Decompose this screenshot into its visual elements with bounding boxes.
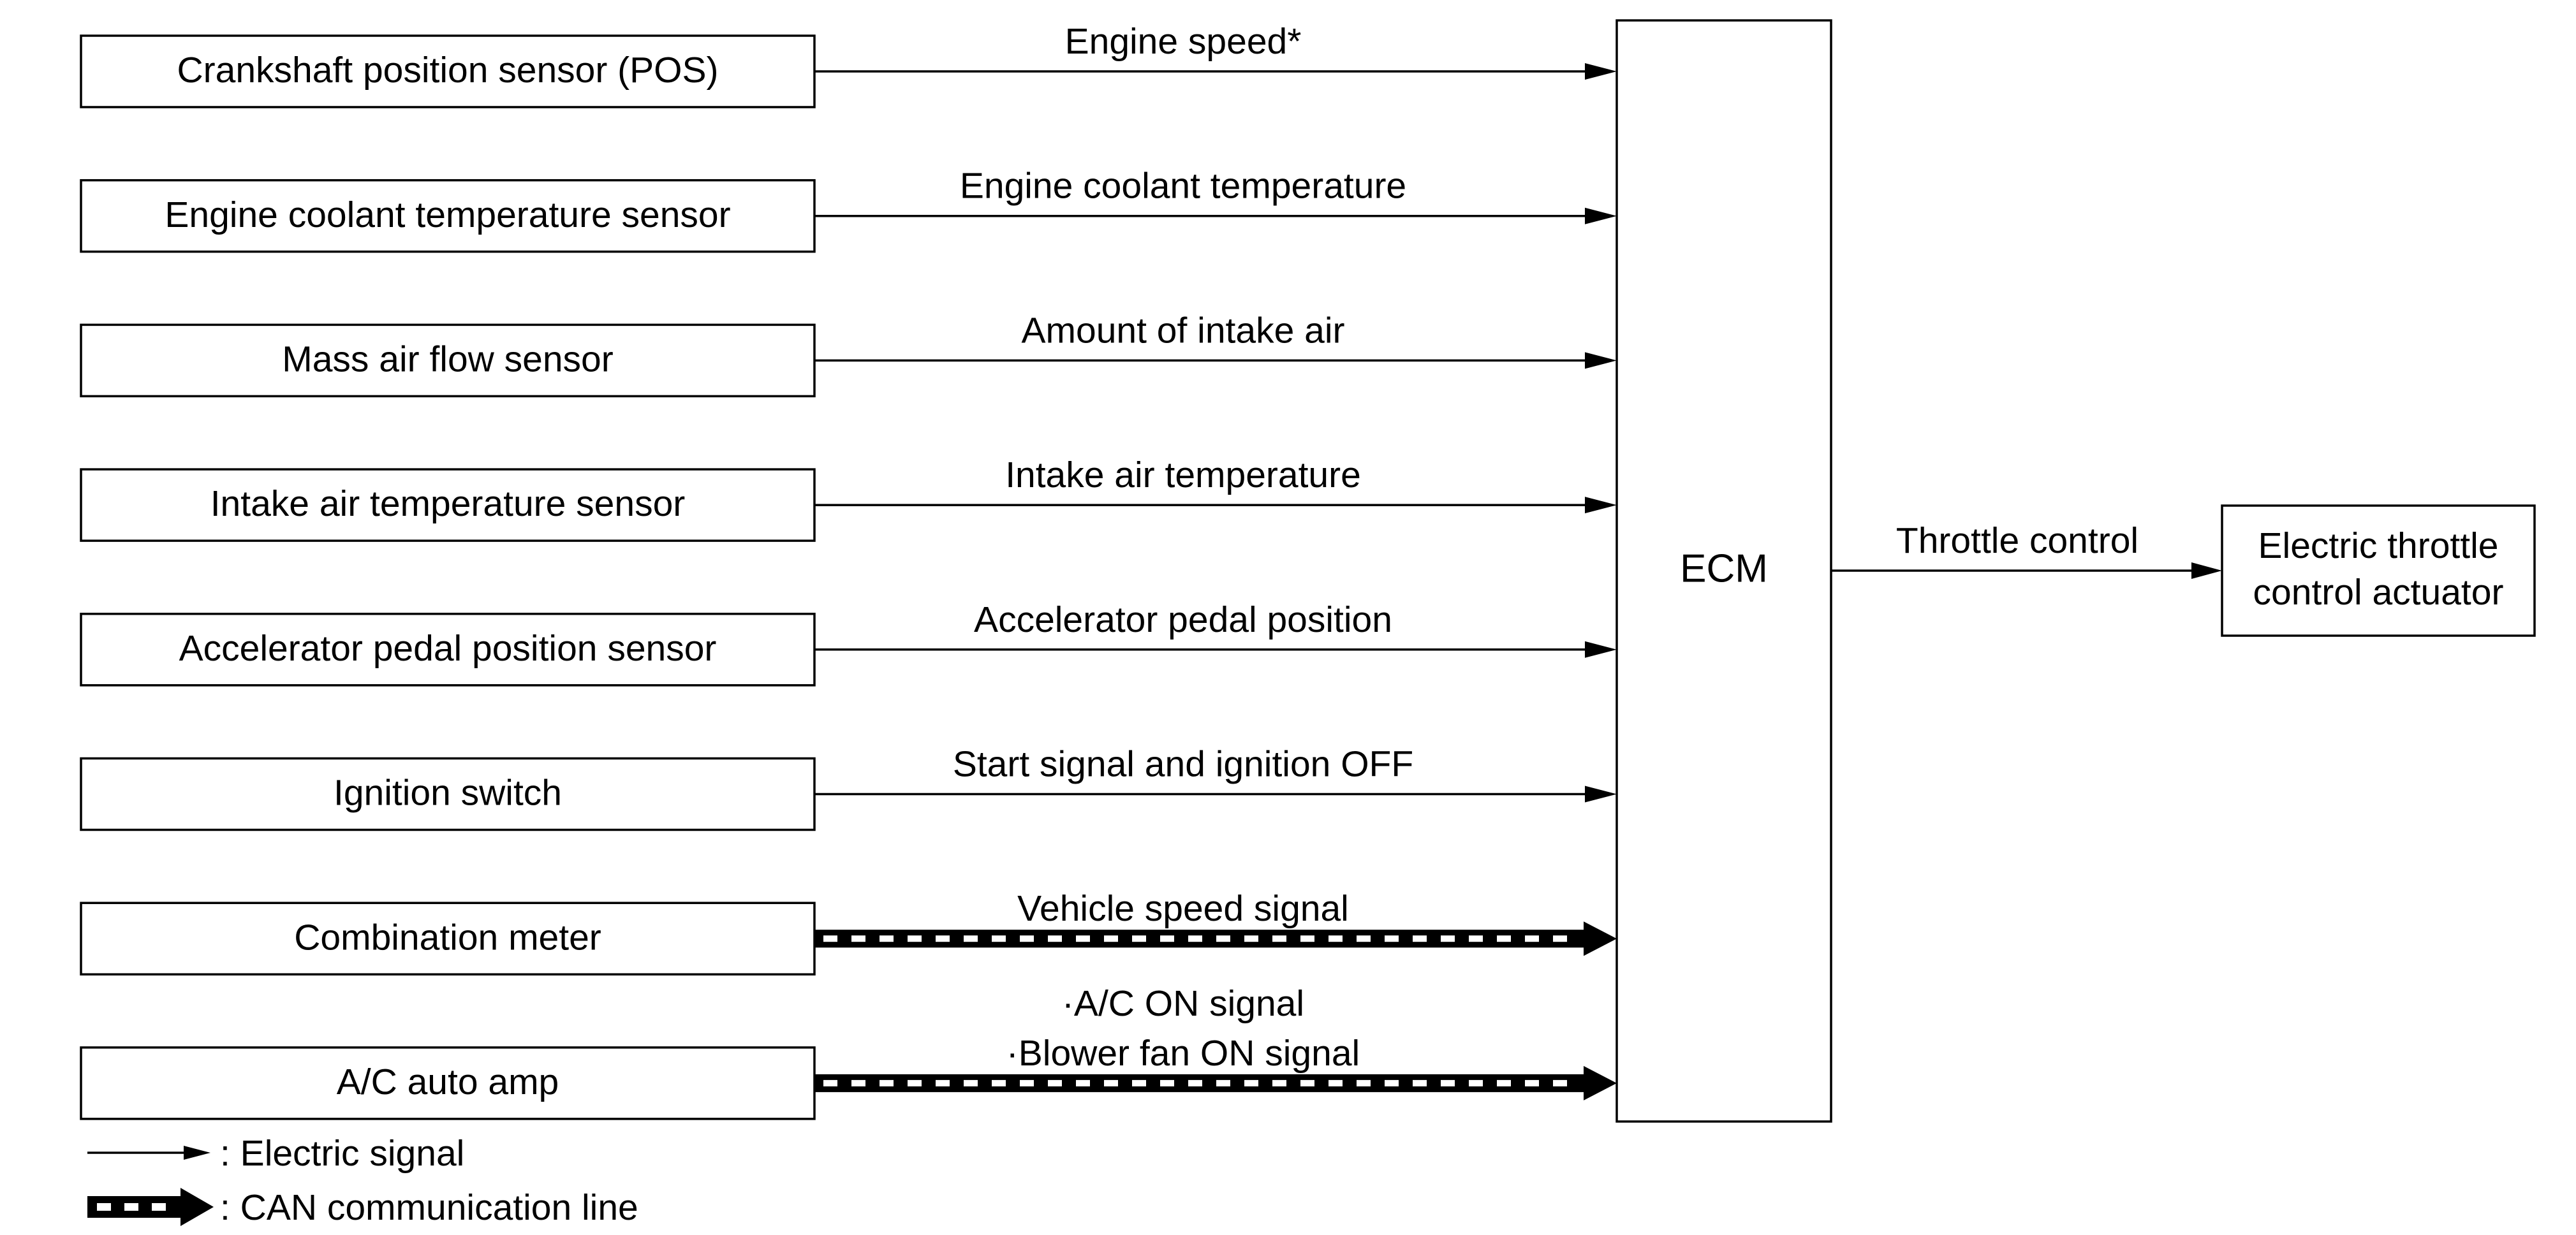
input-box-label: A/C auto amp (337, 1062, 559, 1102)
input-box (80, 902, 816, 976)
signal-label: Start signal and ignition OFF (953, 744, 1413, 785)
signal-label: Vehicle speed signal (1017, 888, 1349, 929)
input-box-label: Combination meter (294, 917, 601, 958)
can-communication-line (814, 921, 1617, 956)
signal-label: Engine coolant temperature (960, 166, 1406, 207)
input-box-label: Ignition switch (334, 773, 562, 814)
input-box (80, 34, 816, 108)
throttle-actuator-label-line2: control actuator (2253, 572, 2504, 613)
signal-label: ·Blower fan ON signal (1006, 1033, 1360, 1074)
input-row: Engine coolant temperature sensor Engine … (80, 166, 1617, 253)
legend: : Electric signal : CAN communication li… (87, 1133, 638, 1228)
legend-electric-arrow-icon (184, 1146, 210, 1160)
throttle-control-arrow-icon (2191, 562, 2222, 579)
input-row: Accelerator pedal position sensor Acceler… (80, 599, 1617, 687)
input-box (80, 1046, 816, 1120)
output-block: Throttle control Electric throttle contr… (1831, 504, 2536, 637)
input-row: Crankshaft position sensor (POS) Engine s… (80, 21, 1617, 108)
input-box (80, 468, 816, 542)
can-arrow-icon (1584, 1065, 1617, 1100)
input-sensors: Crankshaft position sensor (POS) Engine s… (80, 21, 1617, 1120)
signal-label: Intake air temperature (1005, 455, 1361, 495)
signal-label: Accelerator pedal position (974, 599, 1392, 640)
input-box-label: Mass air flow sensor (282, 339, 614, 379)
legend-electric-label: : Electric signal (220, 1133, 464, 1174)
input-row: Combination meter Vehicle speed signal (80, 888, 1617, 976)
input-box (80, 613, 816, 687)
input-box (80, 179, 816, 253)
input-box (80, 757, 816, 831)
can-arrow-icon (1584, 921, 1617, 956)
legend-can-arrow-icon (180, 1188, 214, 1226)
legend-can-line (87, 1188, 214, 1226)
throttle-actuator-box (2221, 504, 2536, 637)
electric-arrow-icon (1585, 641, 1617, 658)
input-box (80, 323, 816, 398)
electric-arrow-icon (1585, 497, 1617, 514)
can-communication-line (814, 1065, 1617, 1100)
throttle-control-label: Throttle control (1896, 520, 2138, 561)
throttle-actuator-label-line1: Electric throttle (2258, 525, 2499, 566)
signal-label: Amount of intake air (1022, 310, 1345, 351)
input-row: Ignition switch Start signal and ignition… (80, 744, 1617, 831)
input-box-label: Intake air temperature sensor (210, 483, 686, 524)
input-box-label: Accelerator pedal position sensor (179, 628, 717, 669)
ecm-label: ECM (1680, 546, 1768, 590)
ecm-block: ECM (1616, 19, 1832, 1123)
input-row: A/C auto amp ·A/C ON signal ·Blower fan ON… (80, 983, 1617, 1120)
input-box-label: Crankshaft position sensor (POS) (177, 50, 718, 91)
input-row: Intake air temperature sensor Intake air … (80, 455, 1617, 542)
input-box-label: Engine coolant temperature sensor (165, 194, 730, 235)
legend-can-label: : CAN communication line (220, 1187, 638, 1228)
electric-arrow-icon (1585, 63, 1617, 80)
input-row: Mass air flow sensor Amount of intake air (80, 310, 1617, 398)
signal-label: Engine speed* (1065, 21, 1302, 62)
electric-arrow-icon (1585, 352, 1617, 369)
electric-arrow-icon (1585, 207, 1617, 224)
signal-label: ·A/C ON signal (1062, 983, 1304, 1024)
electric-arrow-icon (1585, 786, 1617, 803)
